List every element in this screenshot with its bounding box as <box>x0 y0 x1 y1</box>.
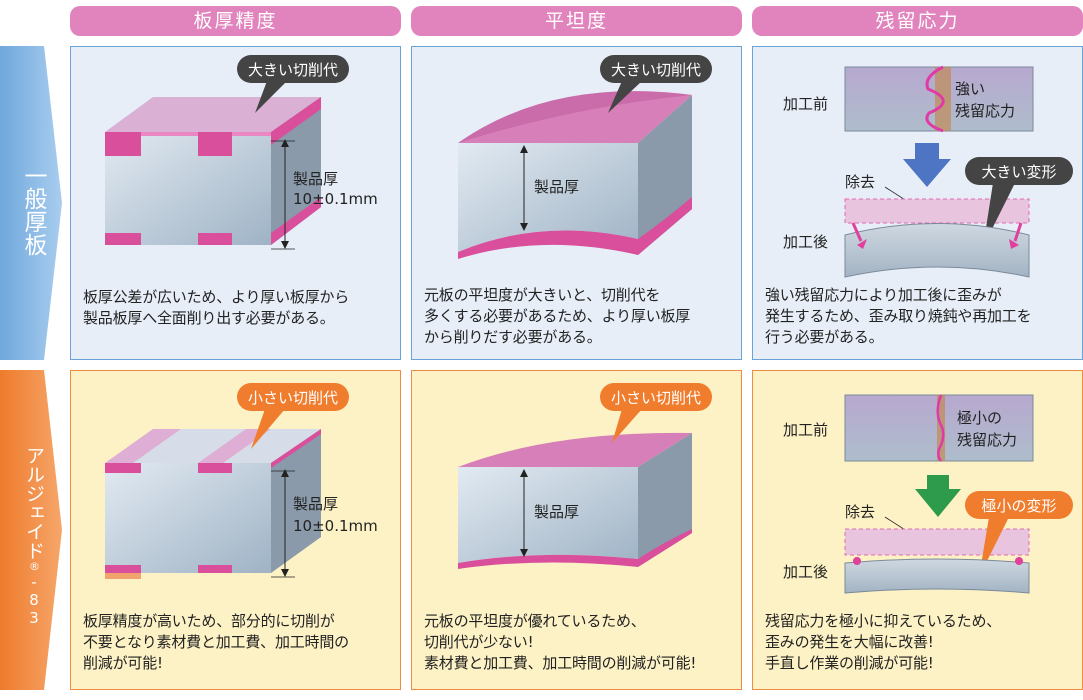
panel-description: 強い残留応力により加工後に歪みが 発生するため、歪み取り焼鈍や再加工を 行う必要… <box>765 286 1032 346</box>
stress-label-line2: 残留応力 <box>955 102 1015 120</box>
panel-general-stress: 加工前 強い 残留応力 除去 大きい変形 加工後 強い残留応力により加工後に歪み… <box>752 46 1083 360</box>
row-label-algade: アルジェイド®-83 <box>0 370 62 690</box>
panel-description: 元板の平坦度が大きいと、切削代を 多くする必要があるため、より厚い板厚 から削り… <box>424 286 691 346</box>
row-label-arrow <box>0 370 62 690</box>
row-label-algade-text: アルジェイド®-83 <box>0 446 46 627</box>
removal-label: 除去 <box>845 173 875 191</box>
column-header-thickness-accuracy: 板厚精度 <box>70 6 401 36</box>
row-label-arrow <box>0 46 62 360</box>
column-header-residual-stress: 残留応力 <box>752 6 1083 36</box>
callout-text: 大きい変形 <box>981 163 1056 181</box>
panel-description: 元板の平坦度が優れているため、 切削代が少ない! 素材費と加工費、加工時間の削減… <box>424 612 697 672</box>
panel-general-flatness: 大きい切削代 製品厚 元板の平坦度が大きいと、切削代を 多くする必要があるため、… <box>411 46 742 360</box>
column-header-flatness: 平坦度 <box>411 6 742 36</box>
stress-label-line1: 強い <box>955 80 985 98</box>
after-label: 加工後 <box>783 233 828 251</box>
callout-text: 小さい切削代 <box>248 389 338 407</box>
panel-algade-thickness: 小さい切削代 製品厚 10±0.1mm 板厚精度が高いため、部分的に切削が 不要… <box>70 370 401 690</box>
panel-description: 板厚公差が広いため、より厚い板厚から 製品板厚へ全面削り出す必要がある。 <box>83 288 350 327</box>
tolerance-label: 10±0.1mm <box>293 517 378 535</box>
algade-name: アルジェイド <box>23 446 45 560</box>
thickness-label: 製品厚 <box>534 503 579 521</box>
before-label: 加工前 <box>783 421 828 439</box>
algade-suffix: -83 <box>25 573 43 627</box>
panel-algade-stress: 加工前 極小の 残留応力 除去 極小の変形 加工後 残留応力を極小に抑えているた… <box>752 370 1083 690</box>
thickness-label: 製品厚 <box>293 495 338 513</box>
callout-text: 小さい切削代 <box>611 389 701 407</box>
row-label-general-text: 一般厚板 <box>20 164 46 256</box>
panel-general-thickness: 大きい切削代 製品厚 10±0.1mm 板厚公差が広いため、より厚い板厚から 製… <box>70 46 401 360</box>
registered-mark: ® <box>28 560 41 573</box>
panel-algade-flatness: 小さい切削代 製品厚 元板の平坦度が優れているため、 切削代が少ない! 素材費と… <box>411 370 742 690</box>
callout-text: 大きい切削代 <box>248 61 338 79</box>
after-label: 加工後 <box>783 563 828 581</box>
removal-label: 除去 <box>845 503 875 521</box>
stress-label-line1: 極小の <box>957 409 1002 427</box>
row-label-general: 一般厚板 <box>0 46 62 360</box>
panel-description: 残留応力を極小に抑えているため、 歪みの発生を大幅に改善! 手直し作業の削減が可… <box>765 612 1002 672</box>
stress-label-line2: 残留応力 <box>957 431 1017 449</box>
thickness-label: 製品厚 <box>534 178 579 196</box>
thickness-label: 製品厚 <box>293 170 338 188</box>
panel-description: 板厚精度が高いため、部分的に切削が 不要となり素材費と加工費、加工時間の 削減が… <box>83 612 349 672</box>
before-label: 加工前 <box>783 95 828 113</box>
callout-text: 大きい切削代 <box>611 61 701 79</box>
callout-text: 極小の変形 <box>981 497 1056 515</box>
tolerance-label: 10±0.1mm <box>293 190 378 208</box>
